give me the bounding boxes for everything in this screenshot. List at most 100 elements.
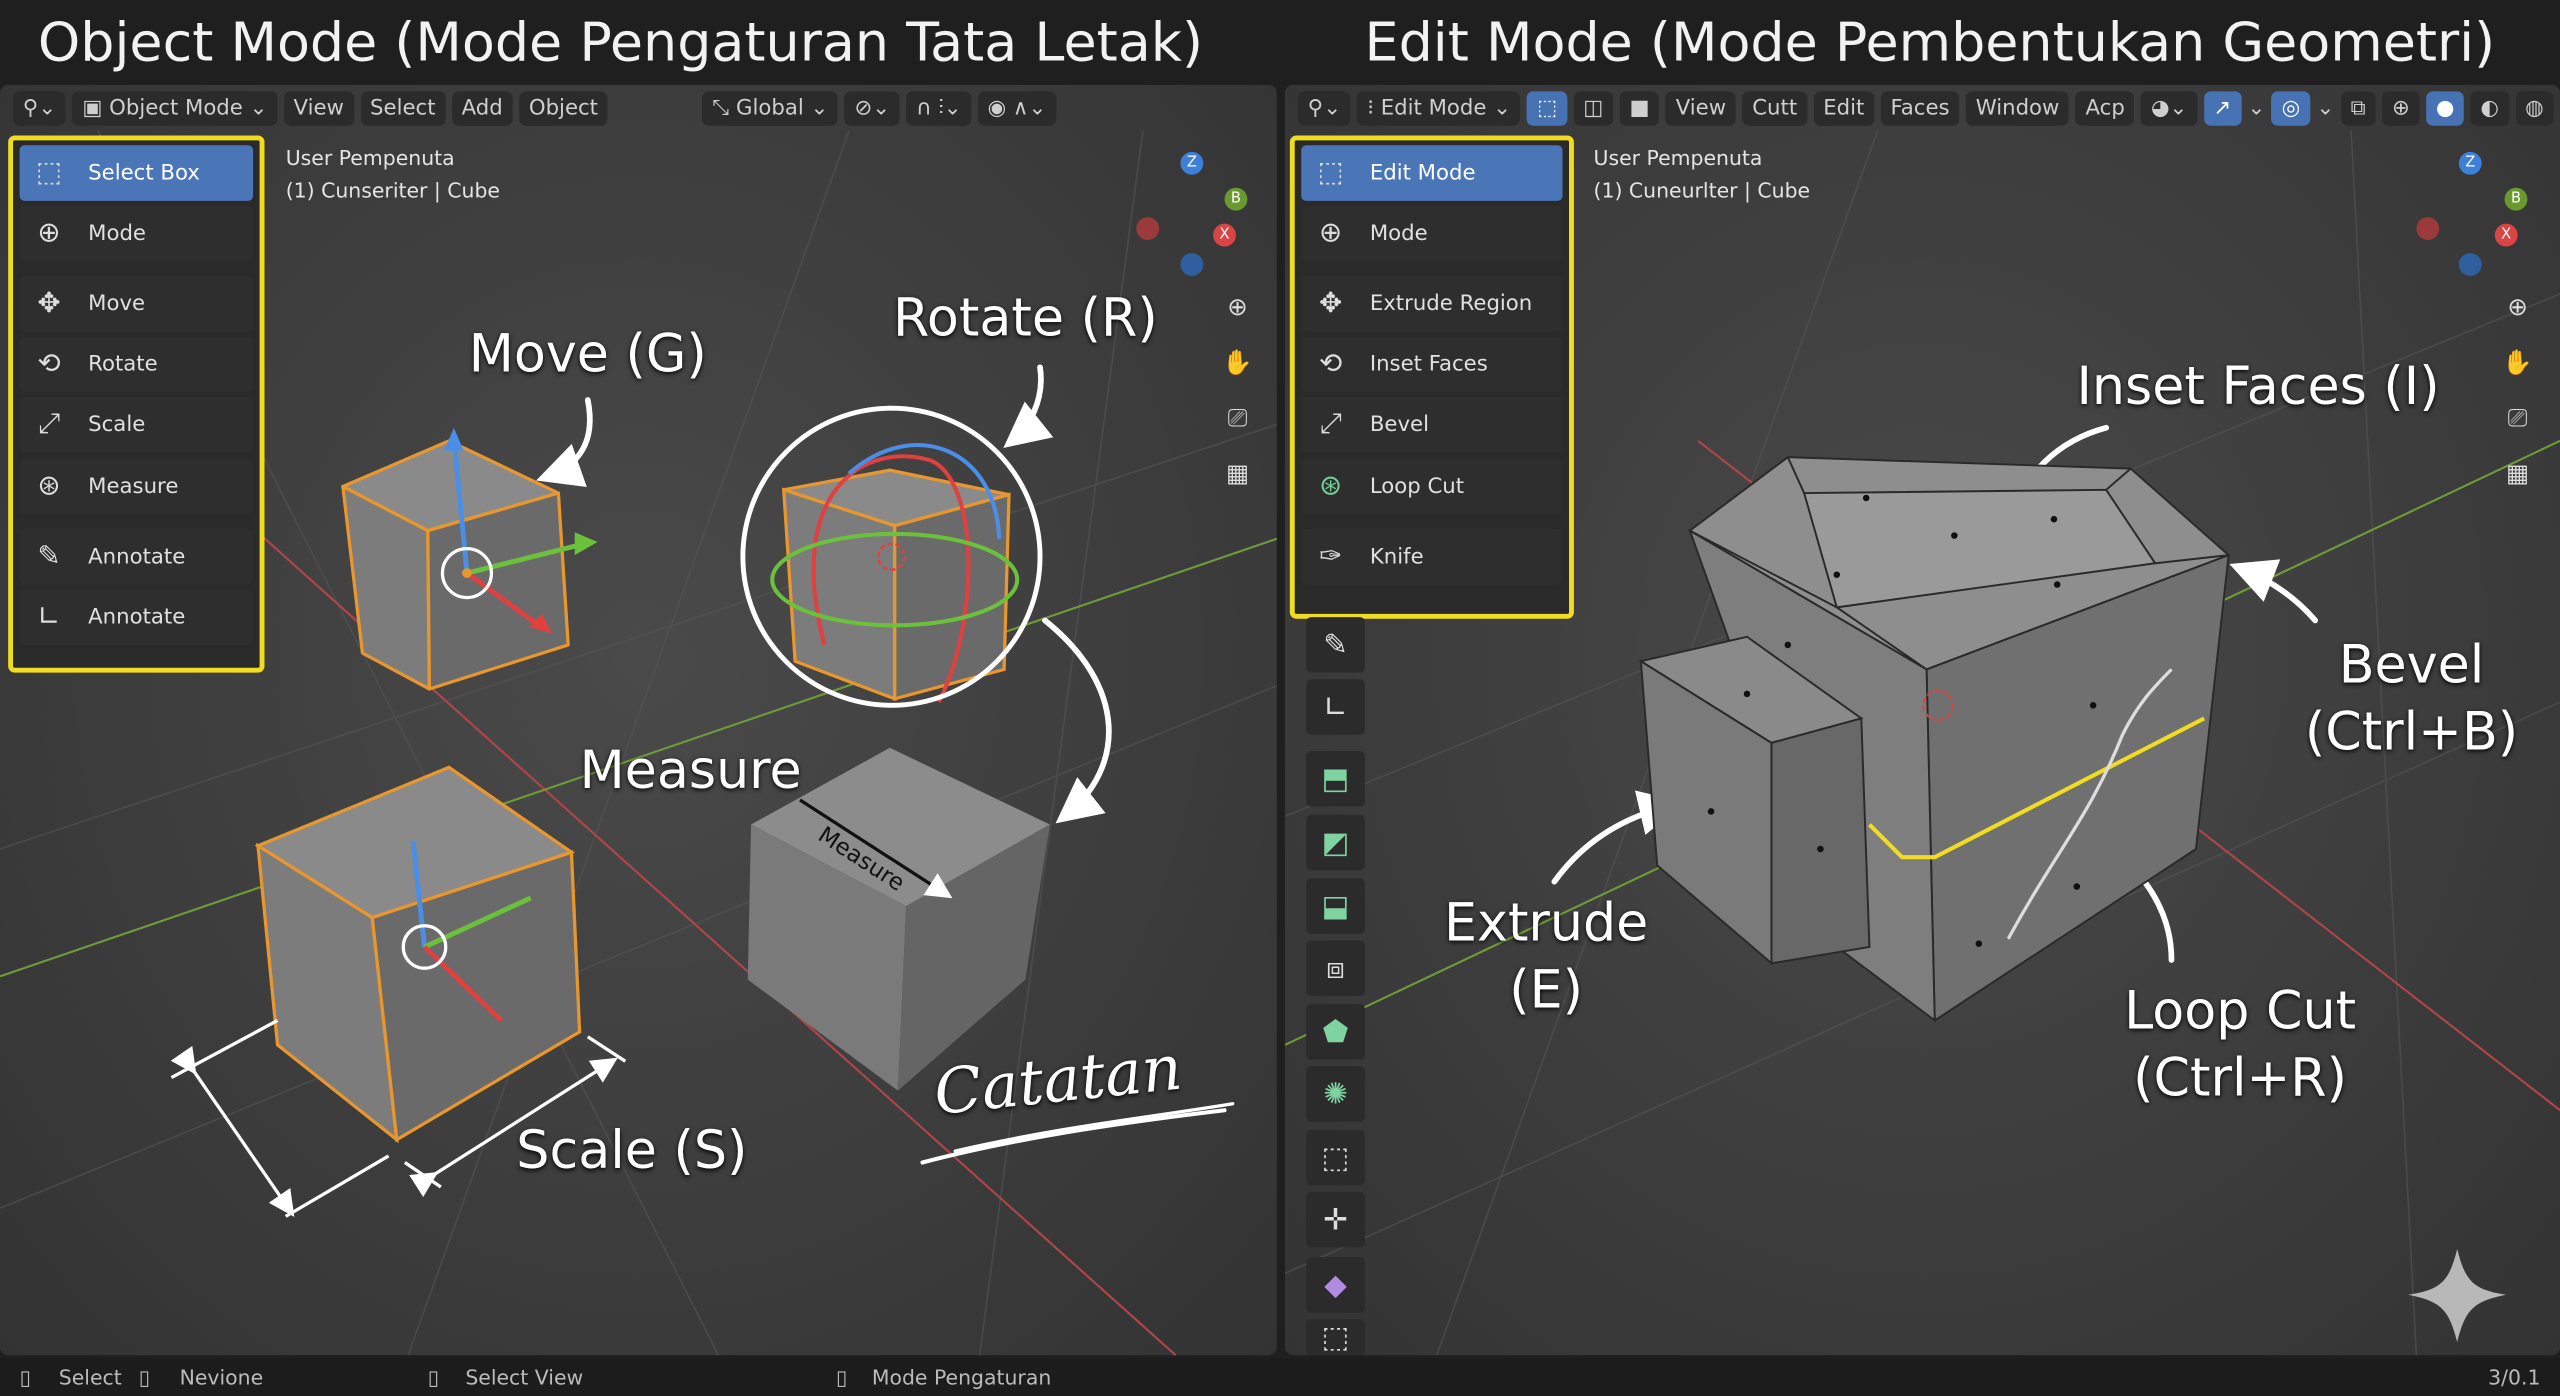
vertex-select-icon[interactable]: ⬚	[1527, 90, 1567, 125]
rip-tool-icon[interactable]: ⬚	[1306, 1319, 1365, 1356]
menu-acp[interactable]: Acp	[2075, 90, 2135, 125]
tool-label: Move	[88, 291, 146, 316]
mode-label: Edit Mode	[1380, 95, 1487, 121]
chevron-down-icon[interactable]: ⌄	[2247, 95, 2266, 121]
hand-icon[interactable]: ✋	[1222, 347, 1253, 378]
smooth-tool-icon[interactable]: ⬚	[1306, 1129, 1365, 1186]
shrink-tool-icon[interactable]: ✛	[1306, 1191, 1365, 1248]
menu-add[interactable]: Add	[451, 90, 513, 125]
snap-icon[interactable]: ∩ ⫶⌄	[906, 90, 972, 125]
x-axis-icon[interactable]: X	[1213, 223, 1236, 247]
tool-label: Measure	[88, 474, 179, 499]
menu-cutt[interactable]: Cutt	[1742, 90, 1807, 125]
tool-cursor[interactable]: ⊕Mode	[19, 205, 254, 262]
mode-dropdown[interactable]: ⁝ Edit Mode ⌄	[1357, 90, 1521, 125]
status-mode: Mode Pengaturan	[871, 1364, 1052, 1390]
tool-rotate[interactable]: ⟲Rotate	[19, 336, 254, 392]
hand-icon[interactable]: ✋	[2502, 347, 2533, 378]
menu-object[interactable]: Object	[519, 90, 608, 125]
menu-faces[interactable]: Faces	[1880, 90, 1960, 125]
neg-z-axis-icon[interactable]	[2458, 253, 2482, 276]
tool-cursor[interactable]: ⊕Mode	[1301, 205, 1563, 262]
add-cube-tool-icon[interactable]: ⬒	[1306, 751, 1365, 807]
mode-dropdown[interactable]: ▣ Object Mode ⌄	[72, 90, 278, 125]
editor-type-icon[interactable]: ⚲⌄	[1297, 90, 1351, 125]
neg-z-axis-icon[interactable]	[1180, 253, 1204, 276]
extrude-tool-icon[interactable]: ◩	[1306, 814, 1365, 871]
mouse-left-icon: ▯	[19, 1364, 31, 1390]
chevron-down-icon[interactable]: ⌄	[2316, 95, 2335, 121]
menu-window[interactable]: Window	[1965, 90, 2070, 125]
orientation-label: Global	[736, 95, 804, 121]
tool-bevel[interactable]: ⤢Bevel	[1301, 396, 1563, 453]
rotate-gizmo	[740, 405, 1043, 708]
object-name: (1) Cuneurlter | Cube	[1593, 177, 1811, 203]
tool-transform[interactable]: ⊛Measure	[19, 458, 254, 515]
tool-label: Mode	[1369, 221, 1428, 246]
face-select-icon[interactable]: ■	[1619, 90, 1660, 125]
edge-select-icon[interactable]: ◫	[1573, 90, 1614, 125]
grid-icon[interactable]: ▦	[2506, 458, 2530, 489]
z-axis-icon[interactable]: Z	[2458, 151, 2482, 175]
tool-scale[interactable]: ⤢Scale	[19, 396, 254, 453]
tool-label: Select Box	[88, 160, 200, 186]
menu-select[interactable]: Select	[360, 90, 446, 125]
bevel-tool-icon[interactable]: ⧈	[1306, 940, 1365, 996]
move-icon: ✥	[37, 287, 61, 321]
knife-icon: ✑	[1319, 540, 1343, 574]
tool-annotate[interactable]: ✎Annotate	[19, 528, 254, 585]
tool-label: Rotate	[88, 351, 158, 377]
z-axis-icon[interactable]: Z	[1180, 151, 1204, 175]
camera-icon[interactable]: ⎚	[1227, 403, 1248, 433]
extrude-label-line2: (E)	[1509, 958, 1584, 1021]
tool-select-box[interactable]: ⬚Edit Mode	[1301, 145, 1563, 201]
shear-tool-icon[interactable]: ◆	[1306, 1257, 1365, 1313]
wireframe-shading-icon[interactable]: ⊕	[2382, 90, 2420, 125]
annotate-tool-icon[interactable]: ✎	[1306, 617, 1365, 673]
tool-label: Extrude Region	[1369, 291, 1533, 316]
tool-inset-faces[interactable]: ⟲Inset Faces	[1301, 336, 1563, 392]
rendered-shading-icon[interactable]: ◍	[2515, 90, 2554, 125]
menu-edit[interactable]: Edit	[1813, 90, 1875, 125]
camera-icon[interactable]: ⎚	[2507, 403, 2528, 433]
spin-tool-icon[interactable]: ✺	[1306, 1066, 1365, 1122]
inset-faces-label: Inset Faces (I)	[2076, 355, 2440, 418]
y-axis-icon[interactable]: B	[2504, 187, 2528, 211]
menu-view[interactable]: View	[283, 90, 354, 125]
bevel-label: Bevel(Ctrl+B)	[2305, 632, 2518, 766]
solid-shading-icon[interactable]: ●	[2426, 90, 2465, 125]
extrude-label: Extrude(E)	[1444, 890, 1648, 1024]
overlay-icon[interactable]: ◎	[2271, 90, 2310, 125]
tool-loop-cut[interactable]: ⊛Loop Cut	[1301, 458, 1563, 515]
tool-move[interactable]: ✥ Move	[19, 275, 254, 332]
visibility-icon[interactable]: ◕⌄	[2141, 90, 2198, 125]
status-select: Select	[58, 1364, 122, 1390]
grid-icon[interactable]: ▦	[1226, 458, 1250, 489]
tool-measure[interactable]: ∟Annotate	[19, 589, 254, 645]
pivot-icon[interactable]: ⊘⌄	[844, 90, 900, 125]
xray-icon[interactable]: ⧉	[2340, 90, 2376, 125]
zoom-icon[interactable]: ⊕	[1227, 292, 1248, 322]
zoom-icon[interactable]: ⊕	[2507, 292, 2528, 322]
tool-extrude-region[interactable]: ✥Extrude Region	[1301, 275, 1563, 332]
poly-build-icon[interactable]: ⬟	[1306, 1004, 1365, 1060]
sparkle-icon	[2408, 1249, 2507, 1343]
editor-type-icon[interactable]: ⚲⌄	[13, 90, 66, 125]
gizmo-toggle-icon[interactable]: ↗	[2203, 90, 2242, 125]
tool-label: Bevel	[1369, 412, 1429, 437]
y-axis-icon[interactable]: B	[1224, 187, 1248, 211]
tool-select-box[interactable]: ⬚Select Box	[19, 145, 254, 201]
annotate-icon: ✎	[37, 540, 61, 574]
material-shading-icon[interactable]: ◐	[2470, 90, 2509, 125]
select-box-icon: ⬚	[1317, 156, 1344, 190]
proportional-edit-icon[interactable]: ◉ ∧⌄	[977, 90, 1057, 125]
measure-tool-icon[interactable]: ∟	[1306, 679, 1365, 735]
x-axis-icon[interactable]: X	[2494, 223, 2518, 247]
menu-view[interactable]: View	[1665, 90, 1736, 125]
orientation-dropdown[interactable]: ⤡ Global ⌄	[702, 90, 839, 125]
neg-x-axis-icon[interactable]	[1136, 217, 1160, 241]
left-viewport-info: User Pempenuta(1) Cunseriter | Cube	[286, 142, 500, 207]
tool-knife[interactable]: ✑Knife	[1301, 528, 1563, 585]
neg-x-axis-icon[interactable]	[2416, 217, 2440, 241]
inset-tool-icon[interactable]: ⬓	[1306, 878, 1365, 934]
